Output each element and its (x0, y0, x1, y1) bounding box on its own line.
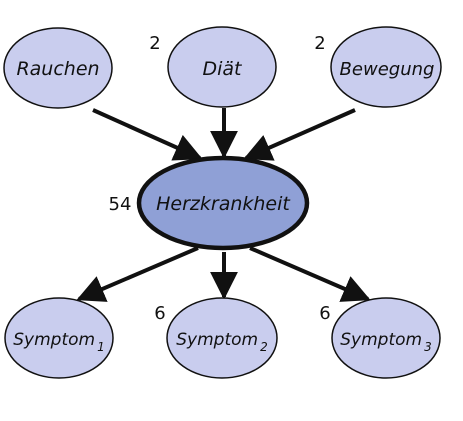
node-diet: Diät 2 (149, 26, 277, 108)
edge-heart-disease-symptom1 (76, 246, 199, 302)
node-symptom2-count: 6 (154, 303, 165, 324)
edges (76, 108, 371, 302)
node-symptom1-text: Symptom (13, 330, 95, 350)
node-symptom1-ellipse (4, 297, 114, 379)
node-diet-count: 2 (149, 33, 160, 54)
node-symptom2-text: Symptom (176, 330, 258, 350)
node-exercise: Bewegung 2 (314, 26, 442, 108)
node-heart-disease-count: 54 (109, 194, 132, 215)
node-exercise-count: 2 (314, 33, 325, 54)
node-smoking-ellipse (3, 27, 113, 109)
edge-heart-disease-symptom3 (249, 246, 371, 302)
node-exercise-label: Bewegung (340, 59, 435, 80)
node-heart-disease-label: Herzkrankheit (156, 193, 291, 215)
node-symptom2-subscript: 2 (260, 340, 268, 354)
edge-exercise-heart-disease (243, 108, 356, 161)
node-smoking: Rauchen (3, 27, 113, 109)
node-heart-disease: Herzkrankheit 54 (109, 155, 310, 251)
node-symptom3-text: Symptom (340, 330, 422, 350)
node-symptom2-ellipse (166, 297, 278, 379)
node-symptom3-ellipse (331, 297, 441, 379)
node-diet-label: Diät (202, 58, 243, 80)
node-exercise-ellipse (330, 26, 442, 108)
edge-smoking-heart-disease (92, 108, 203, 161)
node-symptom3-count: 6 (319, 303, 330, 324)
node-diet-ellipse (167, 26, 277, 108)
node-heart-disease-ellipse (136, 155, 310, 251)
node-smoking-label: Rauchen (16, 58, 99, 80)
node-symptom3-subscript: 3 (424, 340, 432, 354)
node-symptom1-subscript: 1 (97, 340, 105, 354)
